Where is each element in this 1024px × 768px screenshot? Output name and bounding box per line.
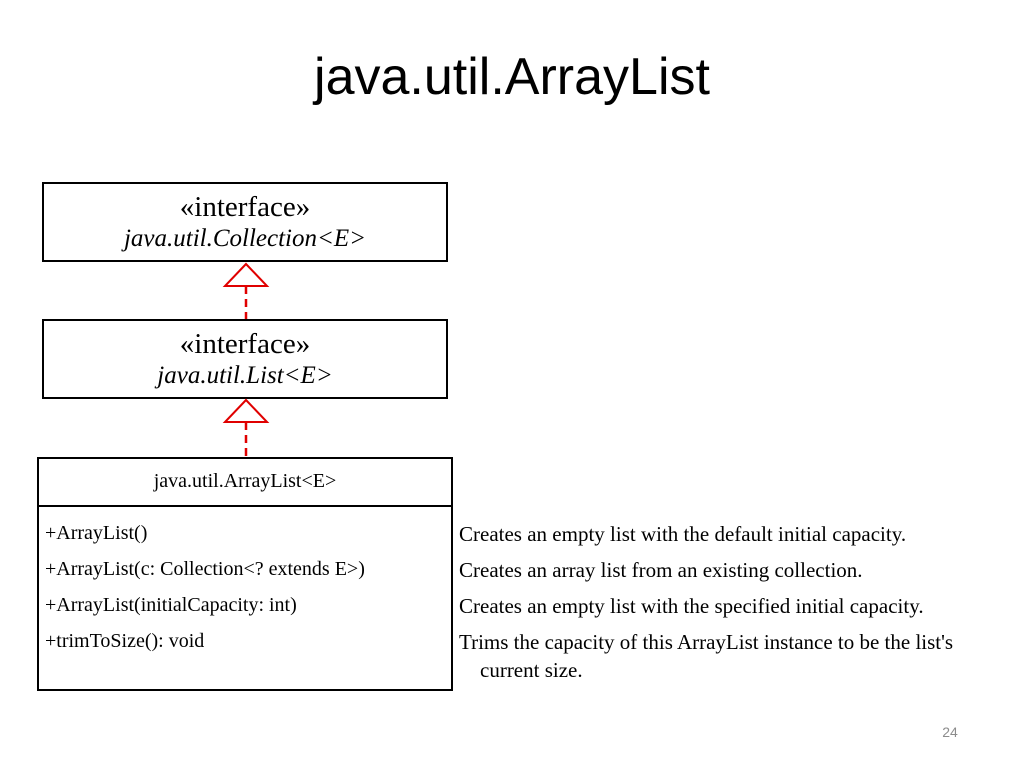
list-to-collection-arrowhead [222,262,270,287]
member-description: Creates an array list from an existing c… [459,558,863,582]
member-signature: +ArrayList() [45,522,148,544]
arraylist-class-name: java.util.ArrayList<E> [39,459,451,507]
slide-title: java.util.ArrayList [314,48,710,106]
list-stereotype: «interface» [179,328,311,360]
page-number: 24 [942,724,958,740]
list-interface-box: «interface» java.util.List<E> [42,319,448,399]
collection-interface-box: «interface» java.util.Collection<E> [42,182,448,262]
arraylist-members: +ArrayList() +ArrayList(c: Collection<? … [39,507,451,659]
arraylist-to-list-arrowhead [222,398,270,423]
member-description: Trims the capacity of this ArrayList ins… [459,630,954,682]
arraylist-class-box: java.util.ArrayList<E> +ArrayList() +Arr… [37,457,453,691]
arraylist-to-list-arrow [222,398,270,457]
list-interface-name: java.util.List<E> [157,362,333,389]
member-description: Creates an empty list with the specified… [459,594,924,618]
collection-stereotype: «interface» [179,191,311,223]
member-signature: +ArrayList(c: Collection<? extends E>) [45,558,365,580]
member-description: Creates an empty list with the default i… [459,522,907,546]
list-to-collection-arrow [222,262,270,319]
member-descriptions: Creates an empty list with the default i… [459,516,999,684]
member-signature: +ArrayList(initialCapacity: int) [45,594,297,616]
collection-interface-name: java.util.Collection<E> [123,225,367,252]
member-signature: +trimToSize(): void [45,630,205,652]
